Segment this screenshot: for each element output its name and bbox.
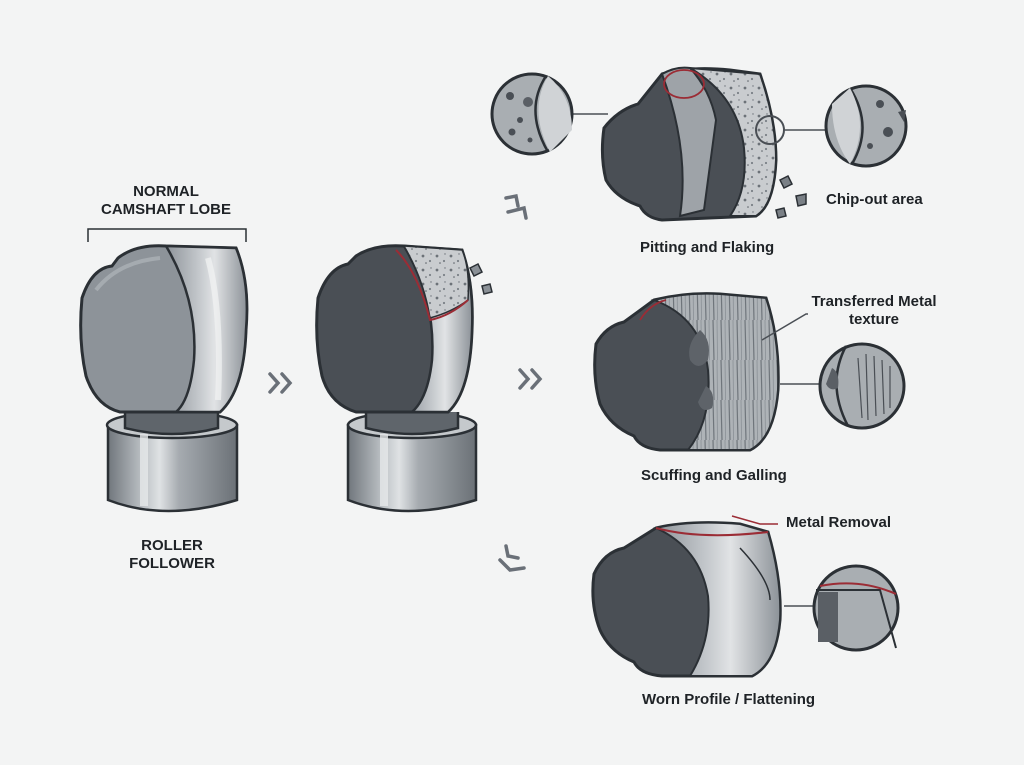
pitting-zoom-left — [490, 72, 608, 156]
damaged-camshaft-lobe — [315, 244, 493, 414]
chip-out-label: Chip-out area — [826, 191, 923, 208]
transferred-metal-label-line2: texture — [848, 311, 900, 328]
normal-camshaft-lobe — [79, 244, 249, 414]
normal-lobe-bracket — [87, 228, 247, 242]
worn-lobe — [591, 521, 782, 678]
normal-lobe-label: NORMAL CAMSHAFT LOBE — [96, 183, 236, 219]
roller-follower-2 — [346, 410, 478, 513]
worn-profile-label: Worn Profile / Flattening — [642, 691, 816, 708]
scuffing-label: Scuffing and Galling — [641, 467, 787, 484]
scuffing-lobe — [593, 292, 780, 452]
roller-follower-label-line1: ROLLER — [141, 537, 203, 554]
transferred-metal-label: Transferred Metal texture — [800, 293, 948, 329]
transferred-metal-label-line1: Transferred Metal — [811, 293, 937, 310]
roller-follower-1 — [105, 410, 239, 513]
normal-lobe-label-line1: NORMAL — [133, 183, 199, 200]
normal-lobe-label-line2: CAMSHAFT LOBE — [101, 201, 231, 218]
scuffing-zoom-right — [780, 342, 906, 430]
progression-arrow-down — [498, 544, 526, 572]
transferred-metal-leader — [761, 313, 808, 341]
pitting-lobe — [600, 66, 807, 222]
progression-arrow-right — [518, 368, 543, 390]
metal-removal-leader — [731, 515, 778, 525]
chip-out-zoom-right — [784, 84, 908, 168]
metal-removal-label: Metal Removal — [786, 514, 892, 531]
roller-follower-label: ROLLER FOLLOWER — [110, 537, 234, 573]
roller-follower-label-line2: FOLLOWER — [129, 555, 215, 572]
progression-arrow-1 — [268, 372, 293, 394]
pitting-label: Pitting and Flaking — [640, 239, 775, 256]
worn-zoom-right — [784, 564, 900, 652]
progression-arrow-up — [504, 193, 528, 220]
